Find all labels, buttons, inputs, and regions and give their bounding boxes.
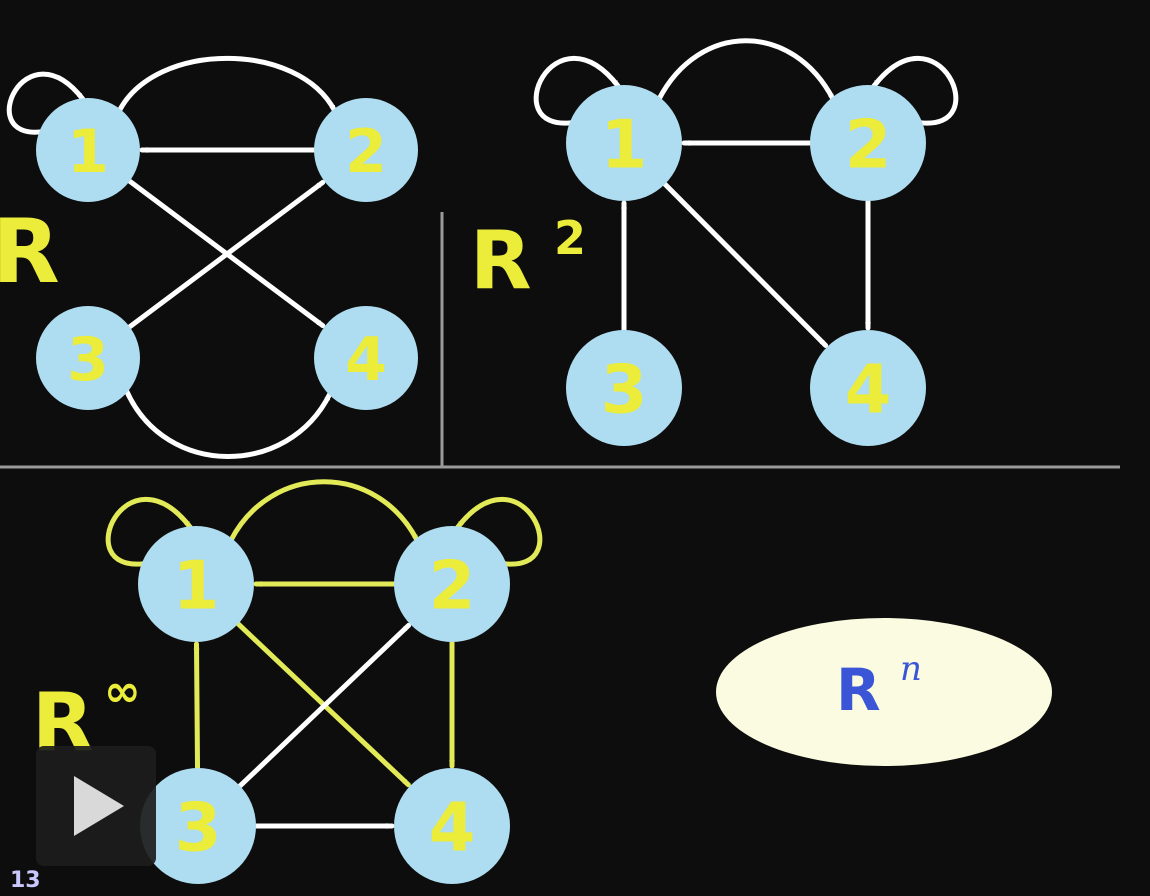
rinf-node-3-label: 3 bbox=[175, 788, 222, 866]
r2-edge-2-2 bbox=[871, 56, 959, 126]
r-node-1-label: 1 bbox=[67, 117, 109, 187]
r2-node-1-circle bbox=[566, 85, 682, 201]
rinf-edge-1-2 bbox=[228, 479, 420, 543]
rinf-node-1: 1 bbox=[138, 526, 254, 642]
rinf-node-4-label: 4 bbox=[429, 788, 476, 866]
r2-label-superscript: 2 bbox=[554, 211, 586, 265]
rinf-node-2: 2 bbox=[394, 526, 510, 642]
r-edge-1-1 bbox=[6, 71, 86, 135]
rinf-node-2-label: 2 bbox=[429, 546, 476, 624]
r2-node-3-circle bbox=[566, 330, 682, 446]
r2-node-4-label: 4 bbox=[845, 350, 892, 428]
r2-edge-1-1 bbox=[533, 56, 621, 126]
play-icon bbox=[74, 776, 124, 836]
section-dividers bbox=[0, 212, 1120, 469]
rn-label-superscript: n bbox=[900, 649, 922, 689]
play-button[interactable] bbox=[36, 746, 156, 866]
r2-node-4-circle bbox=[810, 330, 926, 446]
rn-label: R bbox=[836, 656, 881, 724]
rinf-node-1-label: 1 bbox=[173, 546, 220, 624]
slide-number: 13 bbox=[10, 868, 41, 893]
r-node-3-circle bbox=[36, 306, 140, 410]
r2-node-2-circle bbox=[810, 85, 926, 201]
r-node-3: 3 bbox=[36, 306, 140, 410]
rinf-node-3-circle bbox=[140, 768, 256, 884]
r2-label: R bbox=[470, 214, 532, 307]
r2-node-3-label: 3 bbox=[601, 350, 648, 428]
r-node-2-label: 2 bbox=[345, 117, 387, 187]
r2-edge-1-2 bbox=[656, 38, 836, 102]
r2-node-2: 2 bbox=[810, 85, 926, 201]
r2-node-3: 3 bbox=[566, 330, 682, 446]
r-label: R bbox=[0, 200, 60, 303]
r2-edge-1-4 bbox=[662, 181, 829, 348]
edges-layer bbox=[6, 38, 959, 829]
rinf-node-4-circle bbox=[394, 768, 510, 884]
r2-node-4: 4 bbox=[810, 330, 926, 446]
rinf-edge-3-2 bbox=[237, 622, 412, 789]
r-edge-3-2 bbox=[127, 179, 326, 330]
rn-ellipse bbox=[716, 618, 1052, 766]
r-edge-3-4 bbox=[124, 389, 333, 459]
r-node-1-circle bbox=[36, 98, 140, 202]
rinf-node-1-circle bbox=[138, 526, 254, 642]
r-node-2: 2 bbox=[314, 98, 418, 202]
r-node-3-label: 3 bbox=[67, 325, 109, 395]
rinf-node-3: 3 bbox=[140, 768, 256, 884]
rinf-edge-3-1 bbox=[193, 641, 201, 771]
r2-node-1-label: 1 bbox=[601, 105, 648, 183]
r-node-4: 4 bbox=[314, 306, 418, 410]
r-edge-1-2 bbox=[116, 55, 338, 114]
r-node-1: 1 bbox=[36, 98, 140, 202]
r2-node-2-label: 2 bbox=[845, 105, 892, 183]
r2-node-1: 1 bbox=[566, 85, 682, 201]
r-node-4-circle bbox=[314, 306, 418, 410]
rinf-label-superscript: ∞ bbox=[104, 666, 141, 717]
rinf-node-4: 4 bbox=[394, 768, 510, 884]
rinf-node-2-circle bbox=[394, 526, 510, 642]
r-node-4-label: 4 bbox=[345, 325, 387, 395]
r-node-2-circle bbox=[314, 98, 418, 202]
rinf-edge-2-2 bbox=[455, 497, 543, 567]
rinf-edge-1-1 bbox=[105, 497, 193, 567]
